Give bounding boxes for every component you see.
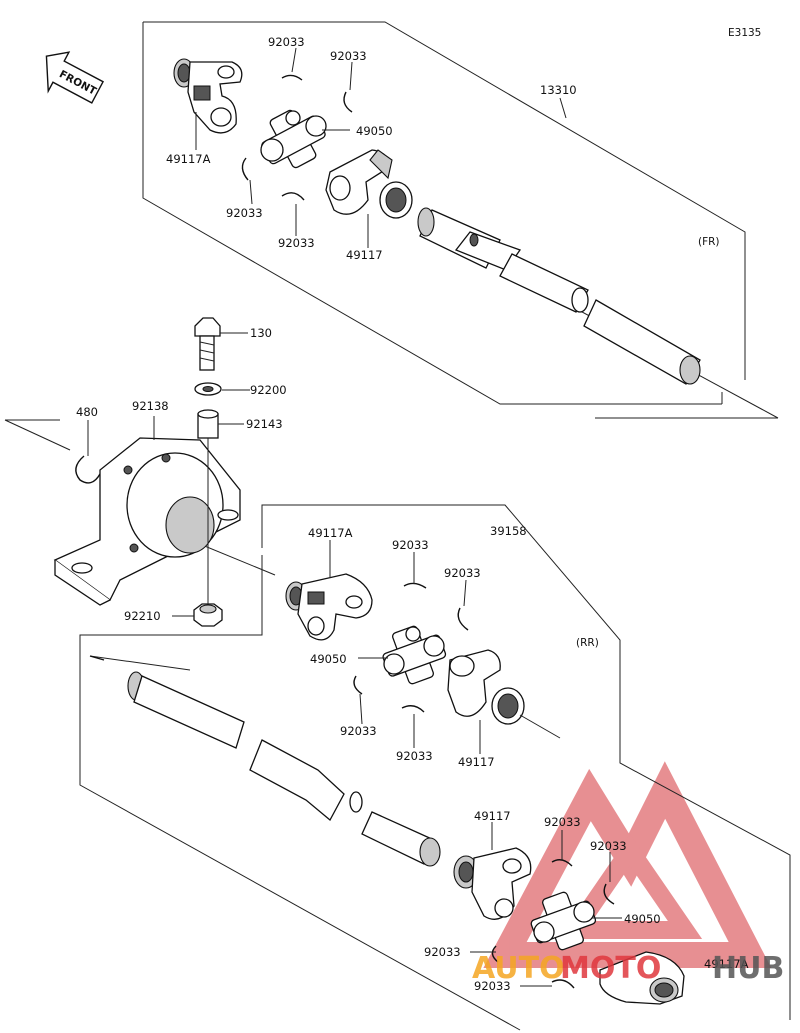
mid-callouts (329, 540, 481, 754)
yoke-49117-mid (447, 649, 525, 725)
label-49117-mid: 49117 (458, 755, 495, 769)
rear-drive-shaft (89, 655, 441, 867)
label-92033-b2: 92033 (590, 839, 627, 853)
bearing-92138 (53, 437, 241, 606)
label-front-section: (FR) (698, 236, 720, 248)
watermark-auto: AUTO (472, 951, 565, 986)
label-92033-m2: 92033 (444, 566, 481, 580)
label-92033-m4: 92033 (396, 749, 433, 763)
label-92143: 92143 (246, 417, 283, 431)
label-49050-bot: 49050 (624, 912, 661, 926)
label-49117-top: 49117 (346, 248, 383, 262)
watermark-moto: MOTO (560, 951, 661, 986)
label-92033-m3: 92033 (340, 724, 377, 738)
circlip-92033-m2 (457, 607, 469, 631)
label-49117A-mid: 49117A (308, 526, 353, 540)
circlip-92033-m3 (353, 675, 363, 695)
label-92033-t4: 92033 (278, 236, 315, 250)
yoke-49117A-top (173, 58, 243, 134)
label-49050-mid: 49050 (310, 652, 347, 666)
watermark-logo (483, 761, 772, 968)
label-480: 480 (76, 405, 98, 419)
label-49117A-bot: 49117A (704, 957, 749, 971)
label-130: 130 (250, 326, 272, 340)
circlip-92033-t3 (241, 157, 249, 181)
circlip-92033-b4 (551, 979, 575, 989)
rear-shaft-outline (4, 419, 791, 1031)
drive-shaft-13310 (417, 207, 701, 385)
label-rear-section: (RR) (576, 637, 599, 649)
circlip-92033-b3 (491, 945, 499, 963)
yoke-49117A-mid (285, 573, 373, 641)
label-92033-b1: 92033 (544, 815, 581, 829)
cross-49050-top (260, 109, 327, 169)
label-92033-t1: 92033 (268, 35, 305, 49)
circlip-480 (75, 455, 101, 484)
nut-92210 (193, 603, 223, 627)
circlip-92033-m1 (403, 582, 427, 589)
circlip-92033-t1 (281, 74, 303, 81)
top-callouts (195, 47, 567, 248)
front-arrow-icon: FRONT (45, 51, 105, 104)
circlip-92033-m4 (401, 705, 425, 713)
bottom-callouts (470, 822, 622, 987)
circlip-92033-b2 (603, 883, 615, 905)
label-92210: 92210 (124, 609, 161, 623)
circlip-92033-t4 (281, 192, 305, 201)
diagram-code: E3135 (728, 27, 761, 39)
label-92200: 92200 (250, 383, 287, 397)
cross-49050-mid (382, 625, 447, 685)
label-92033-b3: 92033 (424, 945, 461, 959)
label-92033-t3: 92033 (226, 206, 263, 220)
label-92138: 92138 (132, 399, 169, 413)
bolt-130 (194, 317, 221, 371)
yoke-49117-top (325, 149, 413, 219)
label-49117A-top: 49117A (166, 152, 211, 166)
middle-callouts (87, 332, 250, 617)
label-13310: 13310 (540, 83, 577, 97)
label-49050-top: 49050 (356, 124, 393, 138)
label-49117-bot: 49117 (474, 809, 511, 823)
label-92033-m1: 92033 (392, 538, 429, 552)
yoke-49117-bot (453, 847, 532, 920)
cross-49050-bot (530, 891, 597, 951)
label-92033-t2: 92033 (330, 49, 367, 63)
label-92033-b4: 92033 (474, 979, 511, 993)
label-39158: 39158 (490, 524, 527, 538)
circlip-92033-t2 (343, 91, 353, 113)
yoke-49117A-bot (599, 951, 685, 1005)
watermark-hub: HUB (712, 951, 784, 986)
watermark-text: AUTO MOTO HUB (472, 951, 784, 986)
collar-92143 (197, 409, 219, 439)
